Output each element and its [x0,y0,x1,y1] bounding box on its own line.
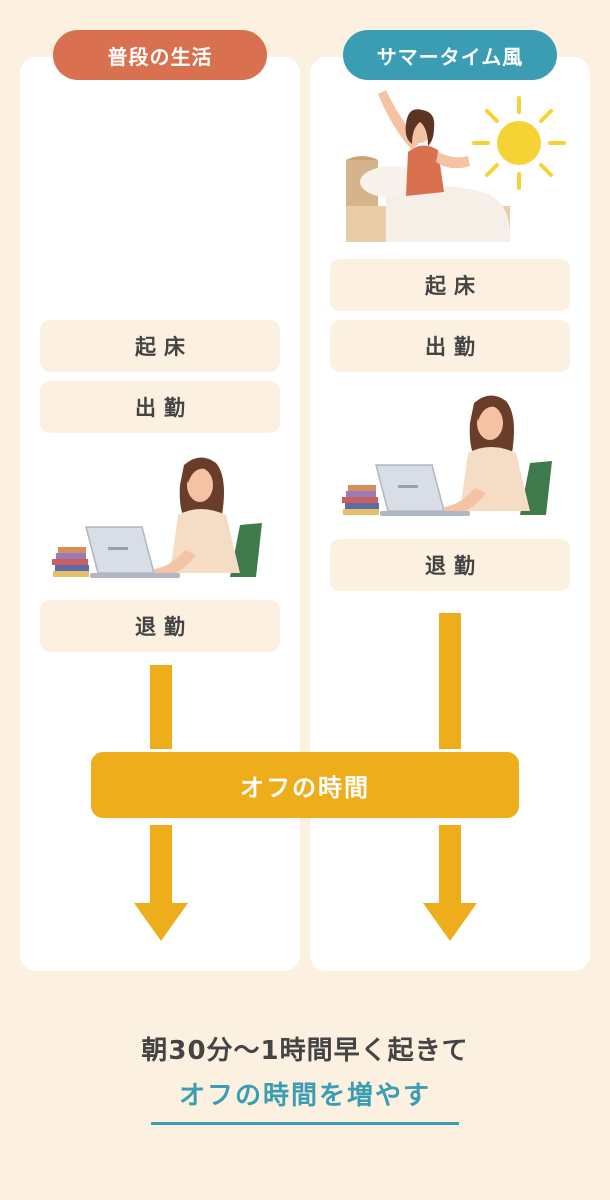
right-step-leave-work: 退勤 [330,539,570,591]
left-step-commute: 出勤 [40,381,280,433]
caption-underline [151,1122,459,1125]
woman-waking-up-illustration [346,90,511,242]
left-down-arrow [134,665,188,941]
right-step-commute: 出勤 [330,320,570,372]
left-step-leave-work: 退勤 [40,600,280,652]
left-column-header: 普段の生活 [53,30,267,80]
caption-line-2: オフの時間を増やす [178,1081,431,1111]
right-down-arrow [423,613,477,941]
left-column-panel [20,57,300,971]
left-step-wake: 起床 [40,320,280,372]
right-column-header: サマータイム風 [343,30,557,80]
caption-line-1: 朝30分〜1時間早く起きて [141,1036,469,1066]
right-step-wake: 起床 [330,259,570,311]
woman-at-laptop-illustration [52,457,262,578]
woman-at-laptop-illustration-right [342,395,552,516]
off-time-banner: オフの時間 [91,752,519,818]
sun-icon [472,96,566,190]
